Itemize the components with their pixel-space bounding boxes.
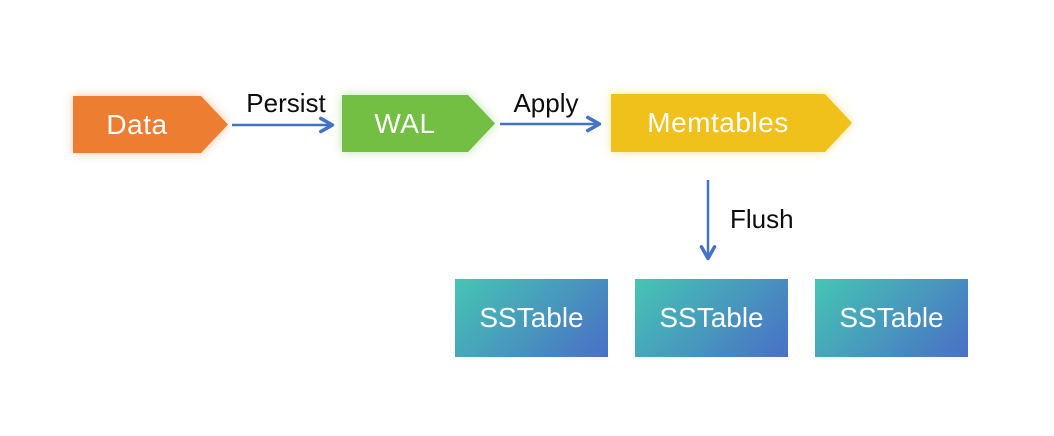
node-sstable-2-label: SSTable — [659, 302, 764, 333]
node-memtables: Memtables — [611, 94, 852, 152]
node-data: Data — [73, 96, 228, 153]
node-memtables-label: Memtables — [647, 107, 789, 138]
node-sstable-3: SSTable — [815, 279, 968, 357]
edge-flush-label: Flush — [730, 204, 794, 234]
node-data-shape: Data — [73, 96, 228, 153]
node-sstable-1-label: SSTable — [479, 302, 584, 333]
node-wal-shape: WAL — [342, 95, 495, 152]
node-memtables-shape: Memtables — [611, 94, 852, 152]
edge-apply-label: Apply — [513, 88, 579, 118]
node-sstable-2: SSTable — [635, 279, 788, 357]
node-sstable-1: SSTable — [455, 279, 608, 357]
node-data-label: Data — [106, 108, 168, 140]
node-wal: WAL — [342, 95, 495, 152]
node-wal-label: WAL — [374, 107, 436, 139]
node-sstable-3-label: SSTable — [839, 302, 944, 333]
edge-persist-label: Persist — [246, 88, 326, 118]
